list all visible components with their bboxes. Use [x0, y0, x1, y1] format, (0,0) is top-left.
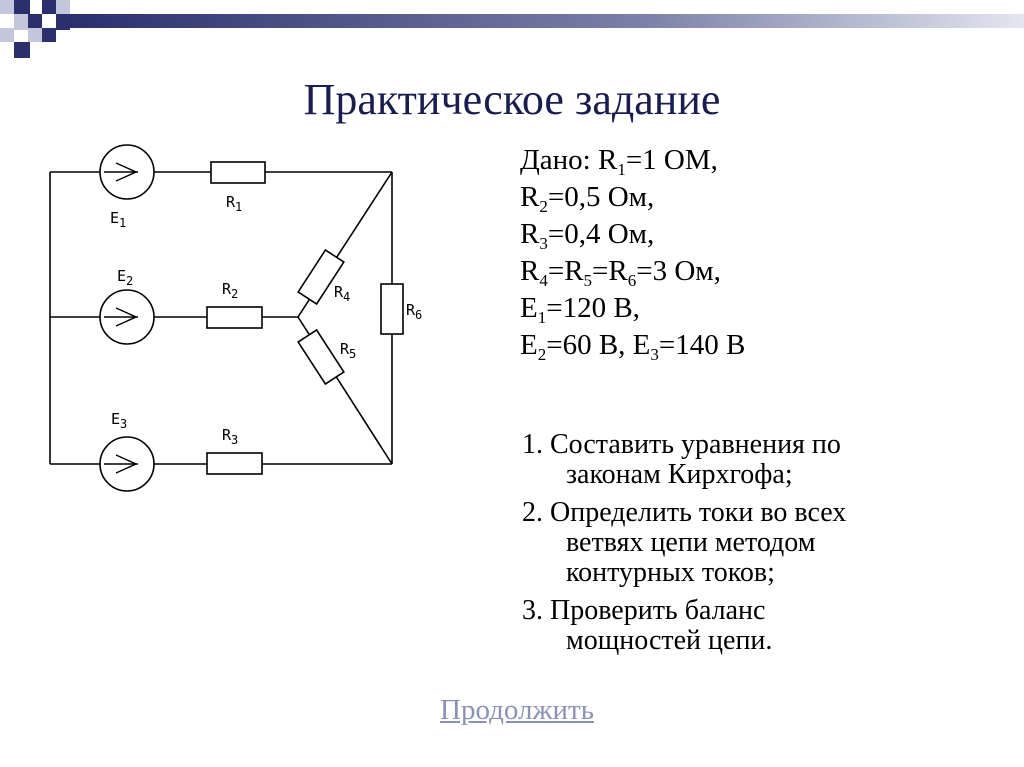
label-r5: R5	[340, 340, 356, 361]
source-e2	[99, 289, 155, 345]
given-values: Дано: R1=1 ОМ, R2=0,5 Ом, R3=0,4 Ом, R4=…	[520, 142, 745, 364]
source-e1	[99, 144, 155, 200]
source-e3	[99, 436, 155, 492]
label-e1: E1	[110, 209, 126, 230]
label-e2: E2	[117, 267, 133, 288]
label-r4: R4	[334, 283, 350, 304]
label-r3: R3	[222, 426, 238, 447]
label-r1: R1	[226, 193, 242, 214]
given-line-e2-e3: E2=60 В, E3=140 В	[520, 329, 746, 364]
given-line-r3: R3=0,4 Ом,	[520, 218, 655, 253]
resistor-r1	[210, 161, 266, 184]
resistor-r4	[297, 248, 345, 306]
task-item: 1. Составить уравнения по законам Кирхго…	[522, 429, 841, 490]
resistor-r2	[206, 306, 263, 329]
given-line-r1: Дано: R1=1 ОМ,	[520, 144, 718, 179]
task-item: 2. Определить токи во всех ветвях цепи м…	[522, 497, 847, 588]
given-line-r4-r6: R4=R5=R6=3 Ом,	[520, 255, 721, 290]
task-item: 3. Проверить баланс мощностей цепи.	[522, 595, 773, 656]
label-e3: E3	[111, 410, 127, 431]
task-list: 1. Составить уравнения по законам Кирхго…	[522, 430, 942, 664]
resistor-r3	[206, 452, 263, 475]
resistor-r5	[297, 328, 345, 386]
given-line-r2: R2=0,5 Ом,	[520, 181, 655, 216]
top-accent-bar	[70, 14, 1024, 28]
given-line-e1: E1=120 В,	[520, 292, 640, 327]
circuit-diagram: E1 R1 E2 R2 E3 R3 R4 R5 R6	[49, 144, 422, 492]
label-r2: R2	[222, 280, 238, 301]
corner-decoration	[0, 0, 90, 60]
continue-link[interactable]: Продолжить	[440, 694, 594, 726]
label-r6: R6	[406, 301, 422, 322]
page-title: Практическое задание	[303, 75, 721, 124]
resistor-r6	[380, 283, 404, 335]
